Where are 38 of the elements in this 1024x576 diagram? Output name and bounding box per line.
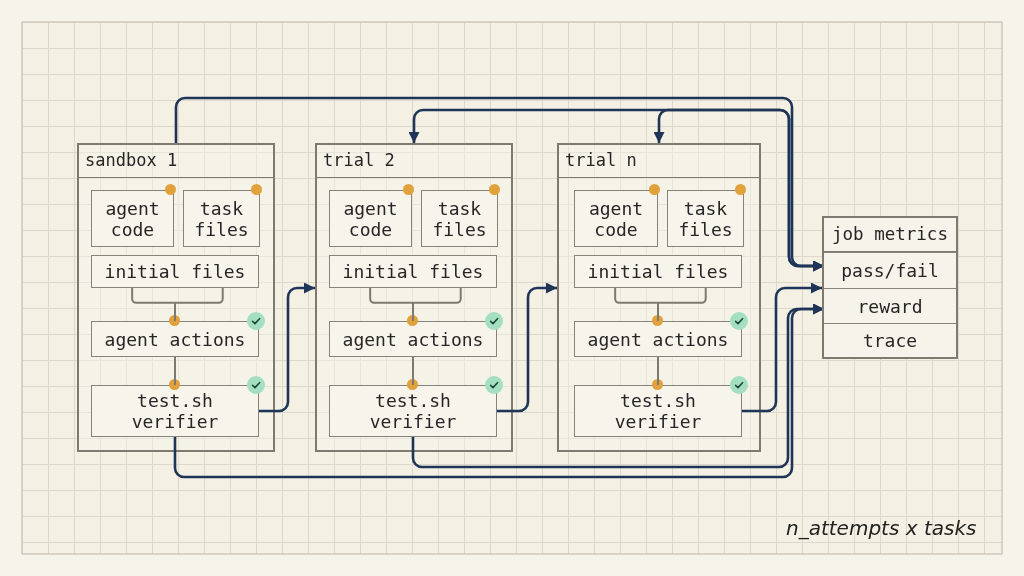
step-label: initial files xyxy=(342,261,484,282)
arrow xyxy=(653,108,824,272)
step-label: agent actions xyxy=(587,328,729,350)
connector-line xyxy=(412,356,414,386)
process-box xyxy=(91,255,259,288)
arrow xyxy=(411,303,824,469)
step-label: test.sh verifier xyxy=(130,390,220,432)
step-label: agent code xyxy=(342,197,399,240)
connector-line xyxy=(657,356,659,386)
connector-line xyxy=(174,356,176,386)
panel-title: trial 2 xyxy=(317,145,511,178)
sandbox-panel xyxy=(315,143,513,452)
step-label: task files xyxy=(431,197,488,240)
step-label: agent actions xyxy=(104,328,246,350)
step-label: task files xyxy=(677,197,734,240)
arrow xyxy=(259,282,315,413)
metric-label: reward xyxy=(857,295,923,317)
step-label: test.sh verifier xyxy=(368,390,458,432)
sandbox-panel xyxy=(557,143,761,452)
metrics-table xyxy=(822,216,958,359)
sandbox-panel xyxy=(77,143,275,452)
step-label: task files xyxy=(193,197,250,240)
arrow xyxy=(497,282,557,413)
step-label: agent code xyxy=(587,197,645,240)
arrow xyxy=(742,282,822,413)
step-label: agent code xyxy=(104,197,161,240)
table-header: job metrics xyxy=(824,218,956,252)
step-label: initial files xyxy=(587,261,729,282)
panel-title: sandbox 1 xyxy=(79,145,273,178)
step-label: agent actions xyxy=(342,328,484,350)
panel-title: trial n xyxy=(559,145,759,178)
metric-label: trace xyxy=(862,330,918,351)
footnote: n_attempts x tasks xyxy=(786,516,977,540)
metric-label: pass/fail xyxy=(841,260,939,281)
process-box xyxy=(329,255,497,288)
step-label: initial files xyxy=(104,261,246,282)
step-label: test.sh verifier xyxy=(613,390,703,432)
process-box xyxy=(574,255,742,288)
